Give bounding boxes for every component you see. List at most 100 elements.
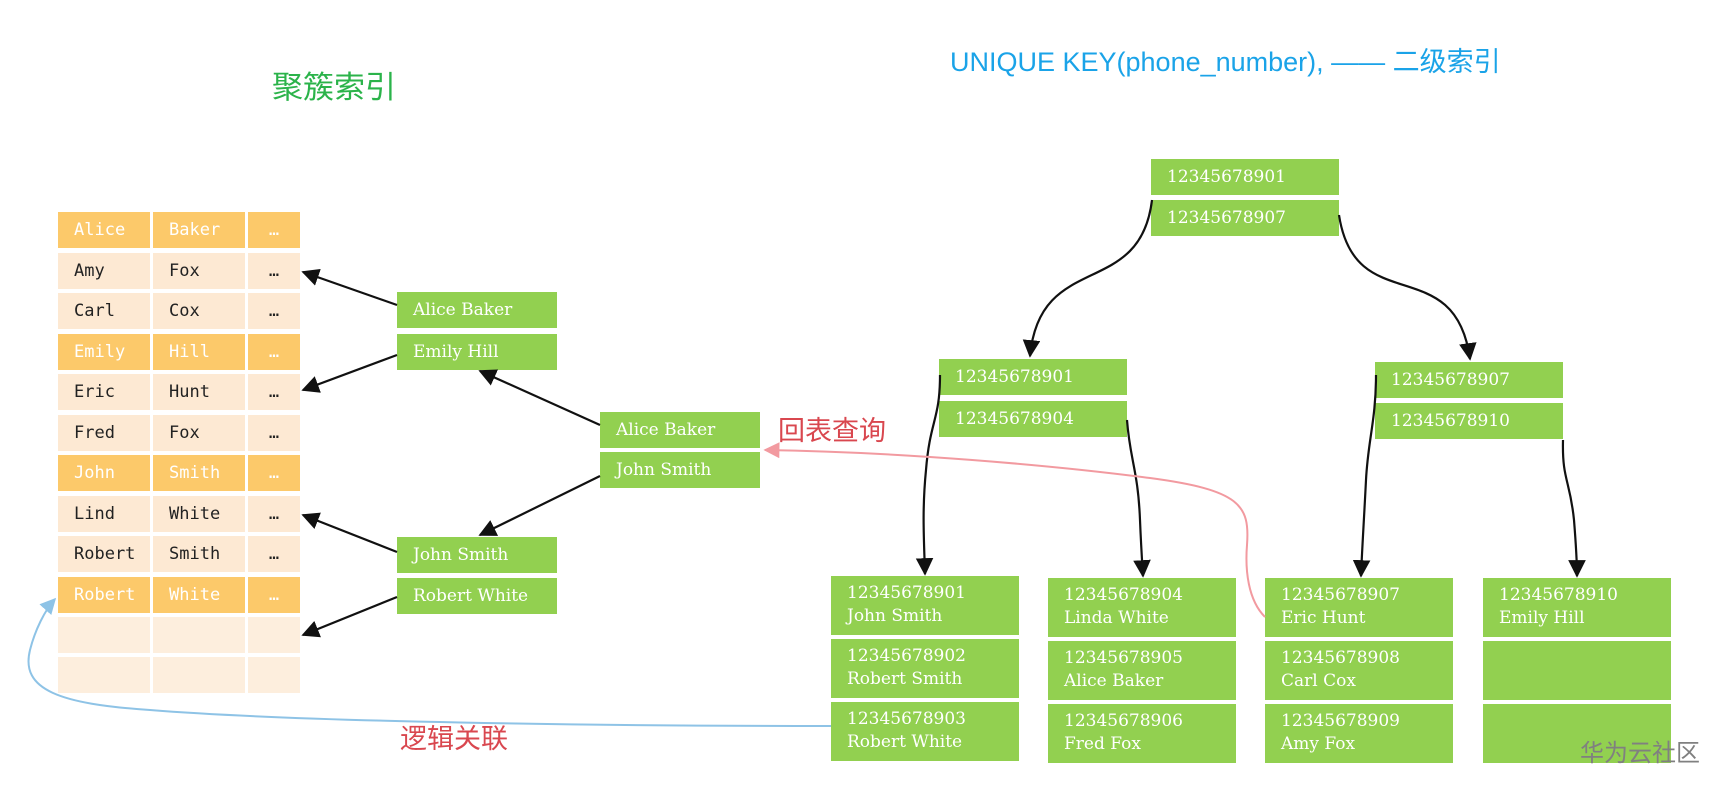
last-name-cell: White (153, 577, 245, 613)
first-name-cell: Emily (58, 334, 150, 370)
leaf-phone: 12345678908 (1281, 648, 1400, 668)
last-name-cell: Hill (153, 334, 245, 370)
arrow-robert-to-empty (301, 595, 398, 638)
empty-cell (58, 657, 150, 693)
first-name-cell: Alice (58, 212, 150, 248)
last-name-cell: Fox (153, 253, 245, 289)
leaf-name: Amy Fox (1281, 734, 1356, 754)
arrow-inner-to-leaf-4 (1561, 439, 1586, 578)
clustered-node-key: Alice Baker (397, 292, 557, 328)
arrow-john-to-lind (301, 512, 398, 554)
secondary-inner-key: 12345678901 (939, 359, 1127, 395)
last-name-cell: Hunt (153, 374, 245, 410)
arrow-emily-to-eric (301, 353, 398, 393)
leaf-name: Carl Cox (1281, 671, 1356, 691)
more-cell: … (248, 293, 300, 329)
last-name-cell: Fox (153, 415, 245, 451)
empty-cell (153, 657, 245, 693)
leaf-phone: 12345678902 (847, 646, 966, 666)
more-cell: … (248, 212, 300, 248)
arrow-inner-to-leaf-3 (1352, 374, 1378, 578)
leaf-phone: 12345678904 (1064, 585, 1183, 605)
leaf-phone: 12345678905 (1064, 648, 1183, 668)
leaf-phone: 12345678903 (847, 709, 966, 729)
last-name-cell: Smith (153, 455, 245, 491)
more-cell: … (248, 253, 300, 289)
logical-link-label: 逻辑关联 (400, 724, 508, 755)
first-name-cell: Lind (58, 496, 150, 532)
leaf-phone: 12345678910 (1499, 585, 1618, 605)
arrow-alice-to-amy (301, 268, 398, 307)
leaf-name: John Smith (847, 606, 943, 626)
secondary-leaf-empty (1483, 704, 1671, 763)
clustered-node-key: Emily Hill (397, 334, 557, 370)
arrow-root-to-emily (478, 369, 601, 427)
arrow-logical-link (27, 597, 832, 727)
leaf-name: Alice Baker (1064, 671, 1164, 691)
arrow-root-to-left-inner (1022, 199, 1154, 358)
empty-cell (248, 657, 300, 693)
clustered-root-key: Alice Baker (600, 412, 760, 448)
leaf-name: Fred Fox (1064, 734, 1141, 754)
arrow-back-to-table (763, 442, 1266, 618)
last-name-cell: Baker (153, 212, 245, 248)
empty-cell (248, 617, 300, 653)
more-cell: … (248, 334, 300, 370)
more-cell: … (248, 455, 300, 491)
secondary-root-key: 12345678907 (1151, 200, 1339, 236)
clustered-root-key: John Smith (600, 452, 760, 488)
leaf-name: Robert Smith (847, 669, 963, 689)
arrow-inner-to-leaf-2 (1125, 419, 1151, 578)
last-name-cell: Cox (153, 293, 245, 329)
last-name-cell: Smith (153, 536, 245, 572)
first-name-cell: Amy (58, 253, 150, 289)
leaf-phone: 12345678907 (1281, 585, 1400, 605)
leaf-name: Robert White (847, 732, 963, 752)
clustered-node-key: Robert White (397, 578, 557, 614)
more-cell: … (248, 374, 300, 410)
secondary-index-title: UNIQUE KEY(phone_number), —— 二级索引 (950, 47, 1501, 77)
last-name-cell: White (153, 496, 245, 532)
arrow-inner-to-leaf-1 (915, 374, 942, 576)
first-name-cell: Robert (58, 536, 150, 572)
more-cell: … (248, 415, 300, 451)
back-to-table-label: 回表查询 (778, 416, 886, 447)
first-name-cell: Robert (58, 577, 150, 613)
secondary-root-key: 12345678901 (1151, 159, 1339, 195)
leaf-name: Eric Hunt (1281, 608, 1366, 628)
first-name-cell: John (58, 455, 150, 491)
clustered-index-title: 聚簇索引 (272, 70, 396, 106)
leaf-phone: 12345678906 (1064, 711, 1183, 731)
secondary-inner-key: 12345678904 (939, 401, 1127, 437)
arrow-root-to-right-inner (1337, 214, 1477, 361)
first-name-cell: Eric (58, 374, 150, 410)
more-cell: … (248, 577, 300, 613)
leaf-name: Emily Hill (1499, 608, 1585, 628)
empty-cell (153, 617, 245, 653)
leaf-phone: 12345678909 (1281, 711, 1400, 731)
first-name-cell: Carl (58, 293, 150, 329)
secondary-inner-key: 12345678910 (1375, 403, 1563, 439)
more-cell: … (248, 496, 300, 532)
empty-cell (58, 617, 150, 653)
secondary-leaf-empty (1483, 641, 1671, 700)
secondary-inner-key: 12345678907 (1375, 362, 1563, 398)
arrow-root-to-john (478, 475, 601, 536)
clustered-node-key: John Smith (397, 537, 557, 573)
leaf-name: Linda White (1064, 608, 1169, 628)
leaf-phone: 12345678901 (847, 583, 966, 603)
more-cell: … (248, 536, 300, 572)
first-name-cell: Fred (58, 415, 150, 451)
watermark: 华为云社区 (1580, 739, 1700, 767)
